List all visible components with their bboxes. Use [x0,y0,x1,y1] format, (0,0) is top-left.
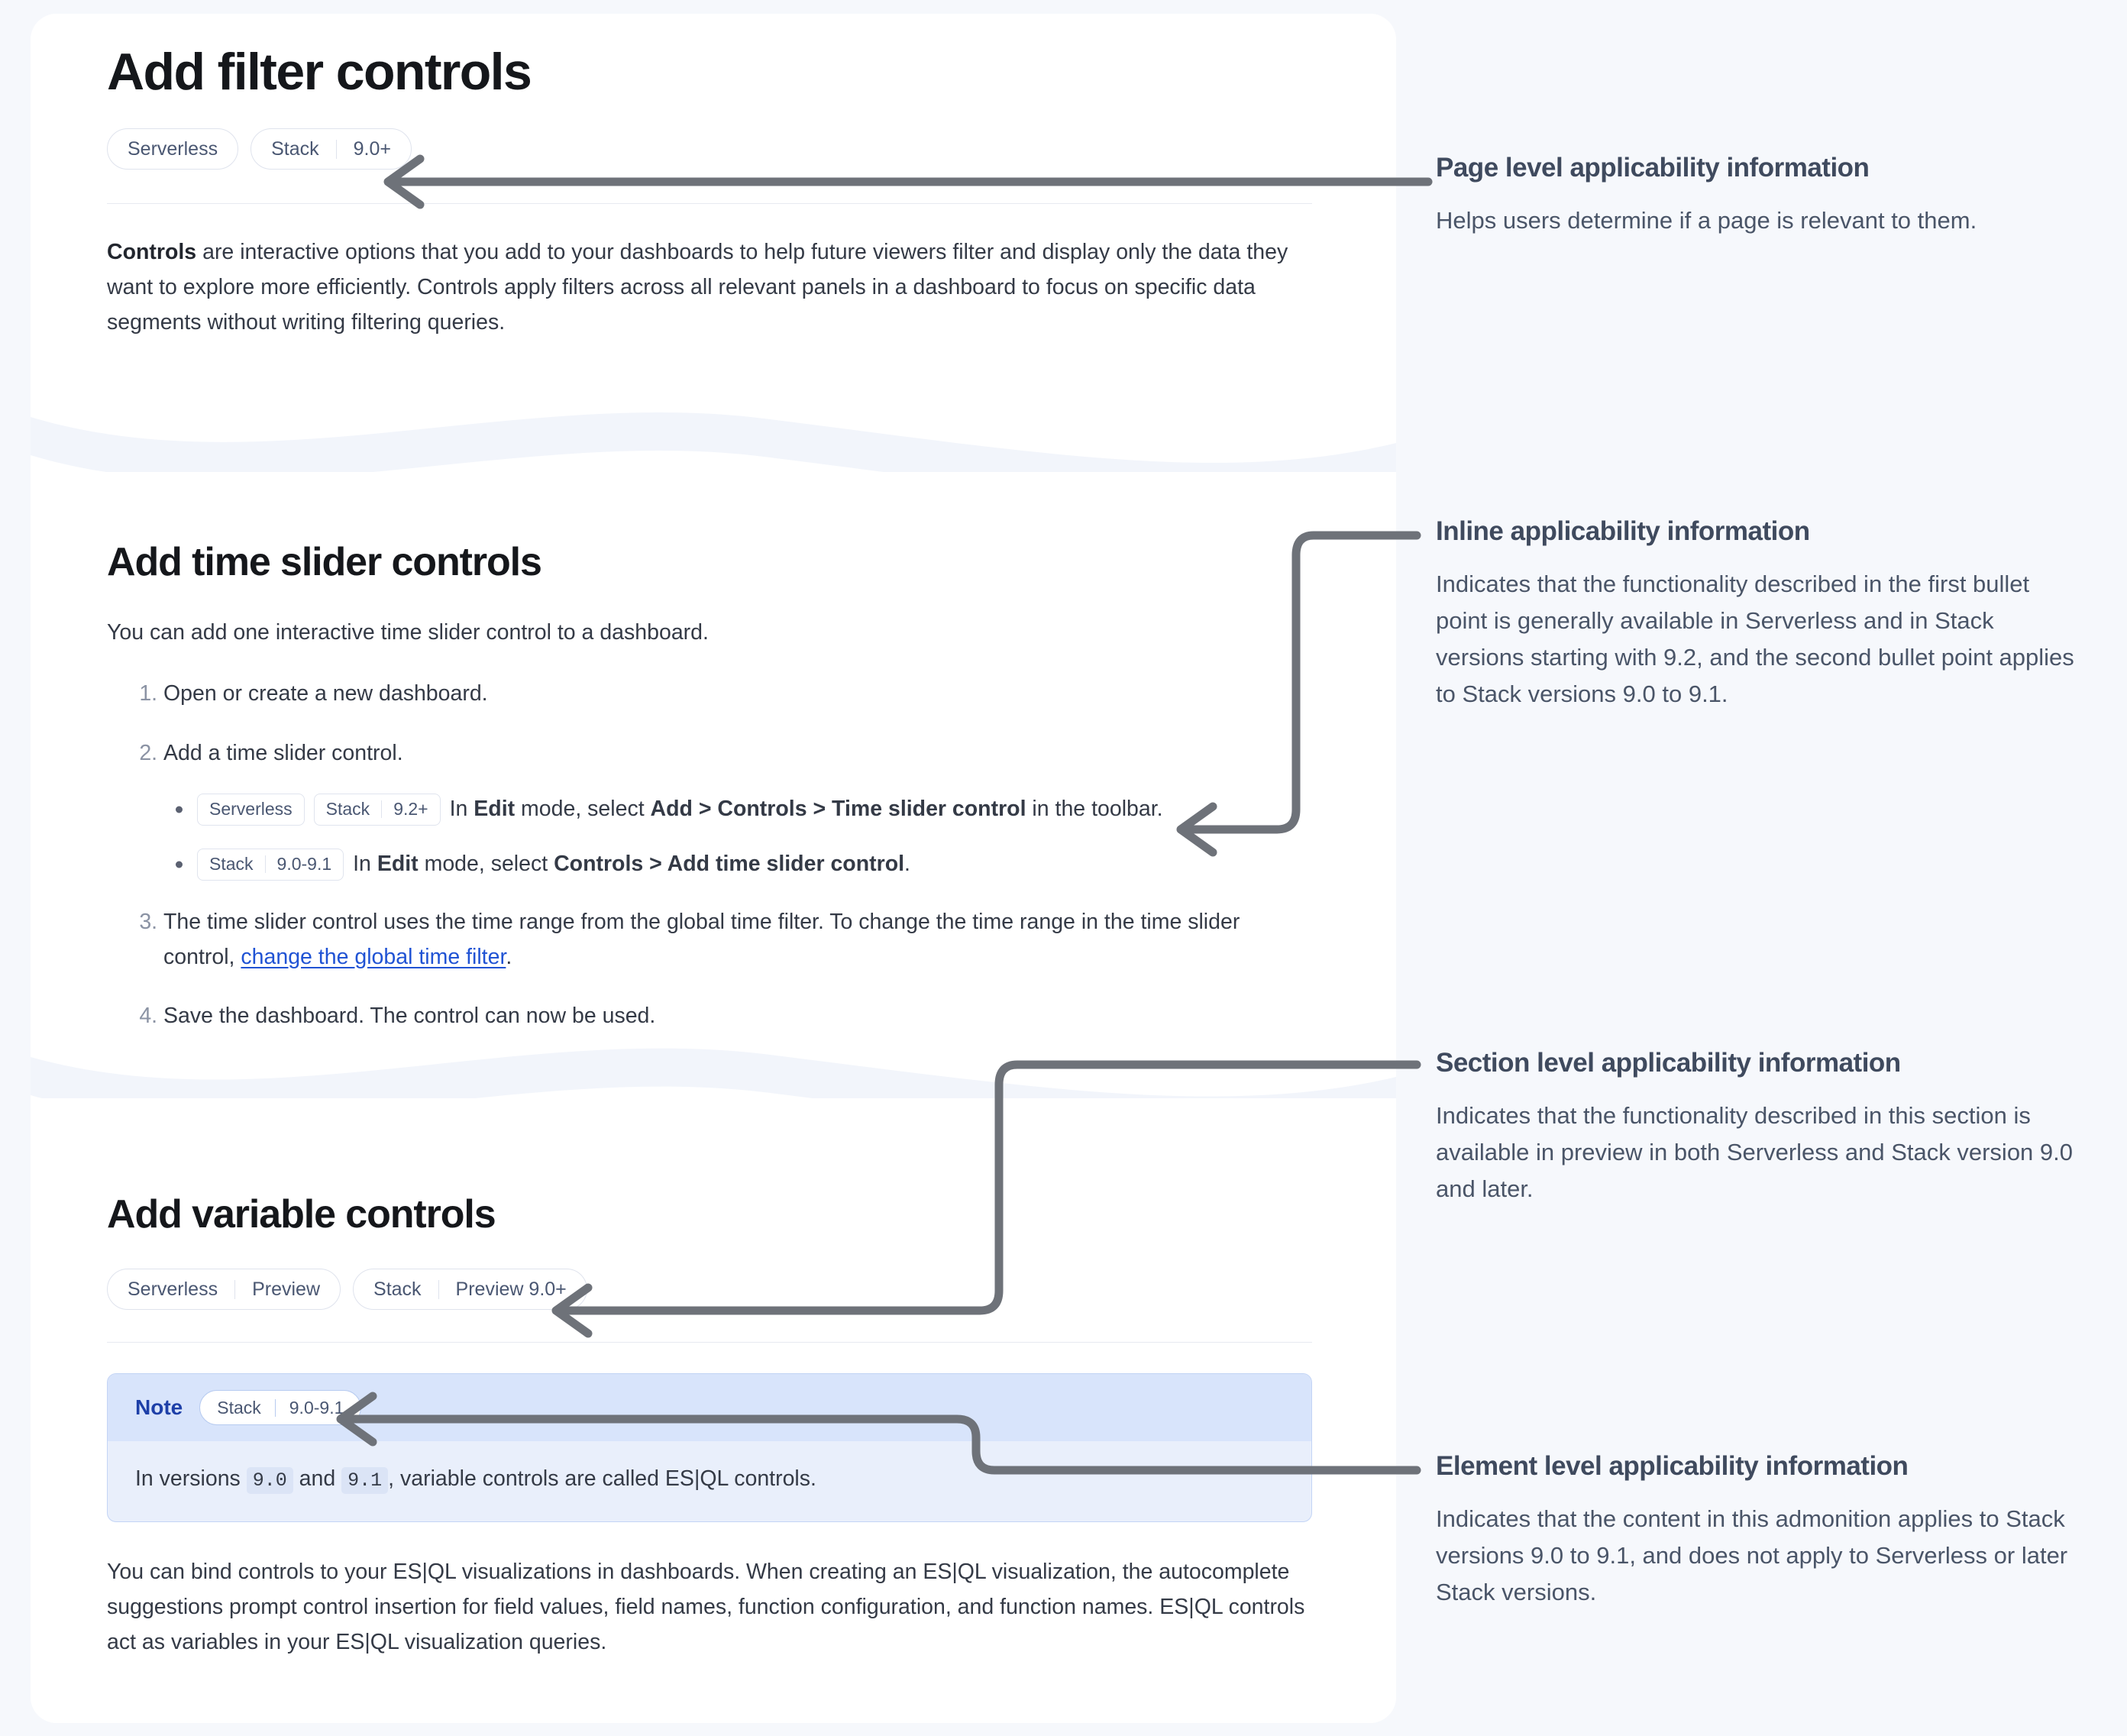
intro-rest-text: are interactive options that you add to … [107,240,1288,335]
badge-segment-label: Serverless [128,137,218,160]
text-run: , variable controls are called ES|QL con… [388,1466,816,1492]
sub-item-text: In Edit mode, select Add > Controls > Ti… [450,794,1163,825]
text-run: mode, select [418,852,554,876]
annotation-element-level: Element level applicability information … [1436,1451,2077,1611]
step-item: Open or create a new dashboard. [163,676,1312,711]
annotation-body: Indicates that the functionality describ… [1436,1102,2074,1203]
annotation-title: Page level applicability information [1436,153,1870,183]
list-item: Stack 9.0-9.1 In Edit mode, select Contr… [176,848,1312,881]
step-text: Open or create a new dashboard. [163,681,488,706]
time-slider-section-card: Add time slider controls You can add one… [31,472,1396,1030]
badge-segment-label: Stack [373,1278,422,1300]
text-run: In versions [135,1466,247,1492]
badge-segment-version: 9.0+ [335,139,408,159]
badge-segment-version: 9.2+ [381,800,439,819]
badge-segment-label: Serverless [209,799,293,820]
annotation-title: Section level applicability information [1436,1048,1901,1078]
step-item: Save the dashboard. The control can now … [163,998,1312,1033]
badge-segment-label: Stack [217,1397,261,1418]
text-run-bold: Edit [474,797,516,821]
badge-segment-label: Serverless [128,1278,218,1300]
page-header-card: Add filter controls Serverless Stack 9.0… [31,14,1396,411]
applicability-badge-stack[interactable]: Stack 9.0+ [251,128,412,170]
variable-section-card: Add variable controls Serverless Preview… [31,1098,1396,1723]
time-slider-intro: You can add one interactive time slider … [107,620,709,645]
text-run: in the toolbar. [1026,797,1163,821]
text-run-bold: Controls > Add time slider control [554,852,905,876]
section-title-time-slider: Add time slider controls [107,540,542,584]
applicability-badge-stack-preview[interactable]: Stack Preview 9.0+ [353,1269,587,1311]
text-run: and [293,1466,342,1492]
intro-paragraph: Controls are interactive options that yo… [107,234,1312,340]
badge-segment-preview-version: Preview 9.0+ [438,1279,583,1299]
list-item: Serverless Stack 9.2+ In Edit mode, sele… [176,793,1312,826]
annotation-page-level: Page level applicability information Hel… [1436,153,2077,239]
badge-segment-version: 9.0-9.1 [264,855,344,874]
annotation-body: Helps users determine if a page is relev… [1436,207,1977,234]
section-title-variable-controls: Add variable controls [107,1192,496,1237]
step-text-tail: . [506,944,512,969]
section-divider [107,1342,1312,1343]
note-header: Note Stack 9.0-9.1 [108,1374,1311,1442]
step-sub-list: Serverless Stack 9.2+ In Edit mode, sele… [163,793,1312,881]
annotation-section-level: Section level applicability information … [1436,1048,2077,1207]
closing-paragraph: You can bind controls to your ES|QL visu… [107,1559,1305,1655]
annotation-body: Indicates that the functionality describ… [1436,571,2074,708]
global-time-filter-link[interactable]: change the global time filter [241,944,506,969]
note-applicability-badge-stack[interactable]: Stack 9.0-9.1 [199,1390,362,1426]
annotation-body: Indicates that the content in this admon… [1436,1505,2068,1606]
text-run: . [904,852,910,876]
annotation-inline-level: Inline applicability information Indicat… [1436,516,2077,713]
bullet-dot-icon [176,861,183,868]
badge-segment-version: 9.0-9.1 [274,1398,358,1417]
badge-segment-label: Stack [209,854,254,874]
page-title: Add filter controls [107,43,532,101]
note-admonition: Note Stack 9.0-9.1 In versions 9.0 and 9… [107,1373,1312,1522]
step-item: The time slider control uses the time ra… [163,904,1312,975]
text-run: In [353,852,377,876]
sub-item-text: In Edit mode, select Controls > Add time… [353,849,910,880]
step-text: Save the dashboard. The control can now … [163,1003,656,1028]
applicability-badge-serverless[interactable]: Serverless [107,128,239,170]
version-code-span: 9.0 [246,1467,293,1495]
header-divider [107,203,1312,205]
intro-lead-term: Controls [107,240,197,265]
documentation-column: Add filter controls Serverless Stack 9.0… [31,14,1396,1723]
annotation-title: Element level applicability information [1436,1451,1909,1481]
time-slider-steps: Open or create a new dashboard. Add a ti… [107,676,1312,1033]
step-text: The time slider control uses the time ra… [163,909,1240,969]
badge-segment-label: Stack [325,799,370,820]
section-applicability-badges: Serverless Preview Stack Preview 9.0+ [107,1269,1312,1311]
badge-segment-label: Stack [271,137,319,160]
annotation-title: Inline applicability information [1436,516,1810,546]
text-run-bold: Edit [377,852,419,876]
text-run: In [449,797,474,821]
step-item: Add a time slider control. Serverless St… [163,735,1312,881]
version-code-span: 9.1 [341,1467,389,1495]
page-applicability-badges: Serverless Stack 9.0+ [107,128,1312,170]
text-run-bold: Add > Controls > Time slider control [650,797,1026,821]
step-text: Add a time slider control. [163,740,403,765]
inline-badge-stack[interactable]: Stack 9.2+ [313,793,441,826]
badge-segment-preview: Preview [234,1279,337,1299]
bullet-dot-icon [176,806,183,813]
text-run: mode, select [515,797,651,821]
applicability-badge-serverless-preview[interactable]: Serverless Preview [107,1269,341,1311]
note-label: Note [135,1395,183,1420]
inline-badge-serverless[interactable]: Serverless [197,793,305,826]
note-body: In versions 9.0 and 9.1, variable contro… [108,1441,1311,1521]
inline-badge-stack[interactable]: Stack 9.0-9.1 [197,848,344,881]
